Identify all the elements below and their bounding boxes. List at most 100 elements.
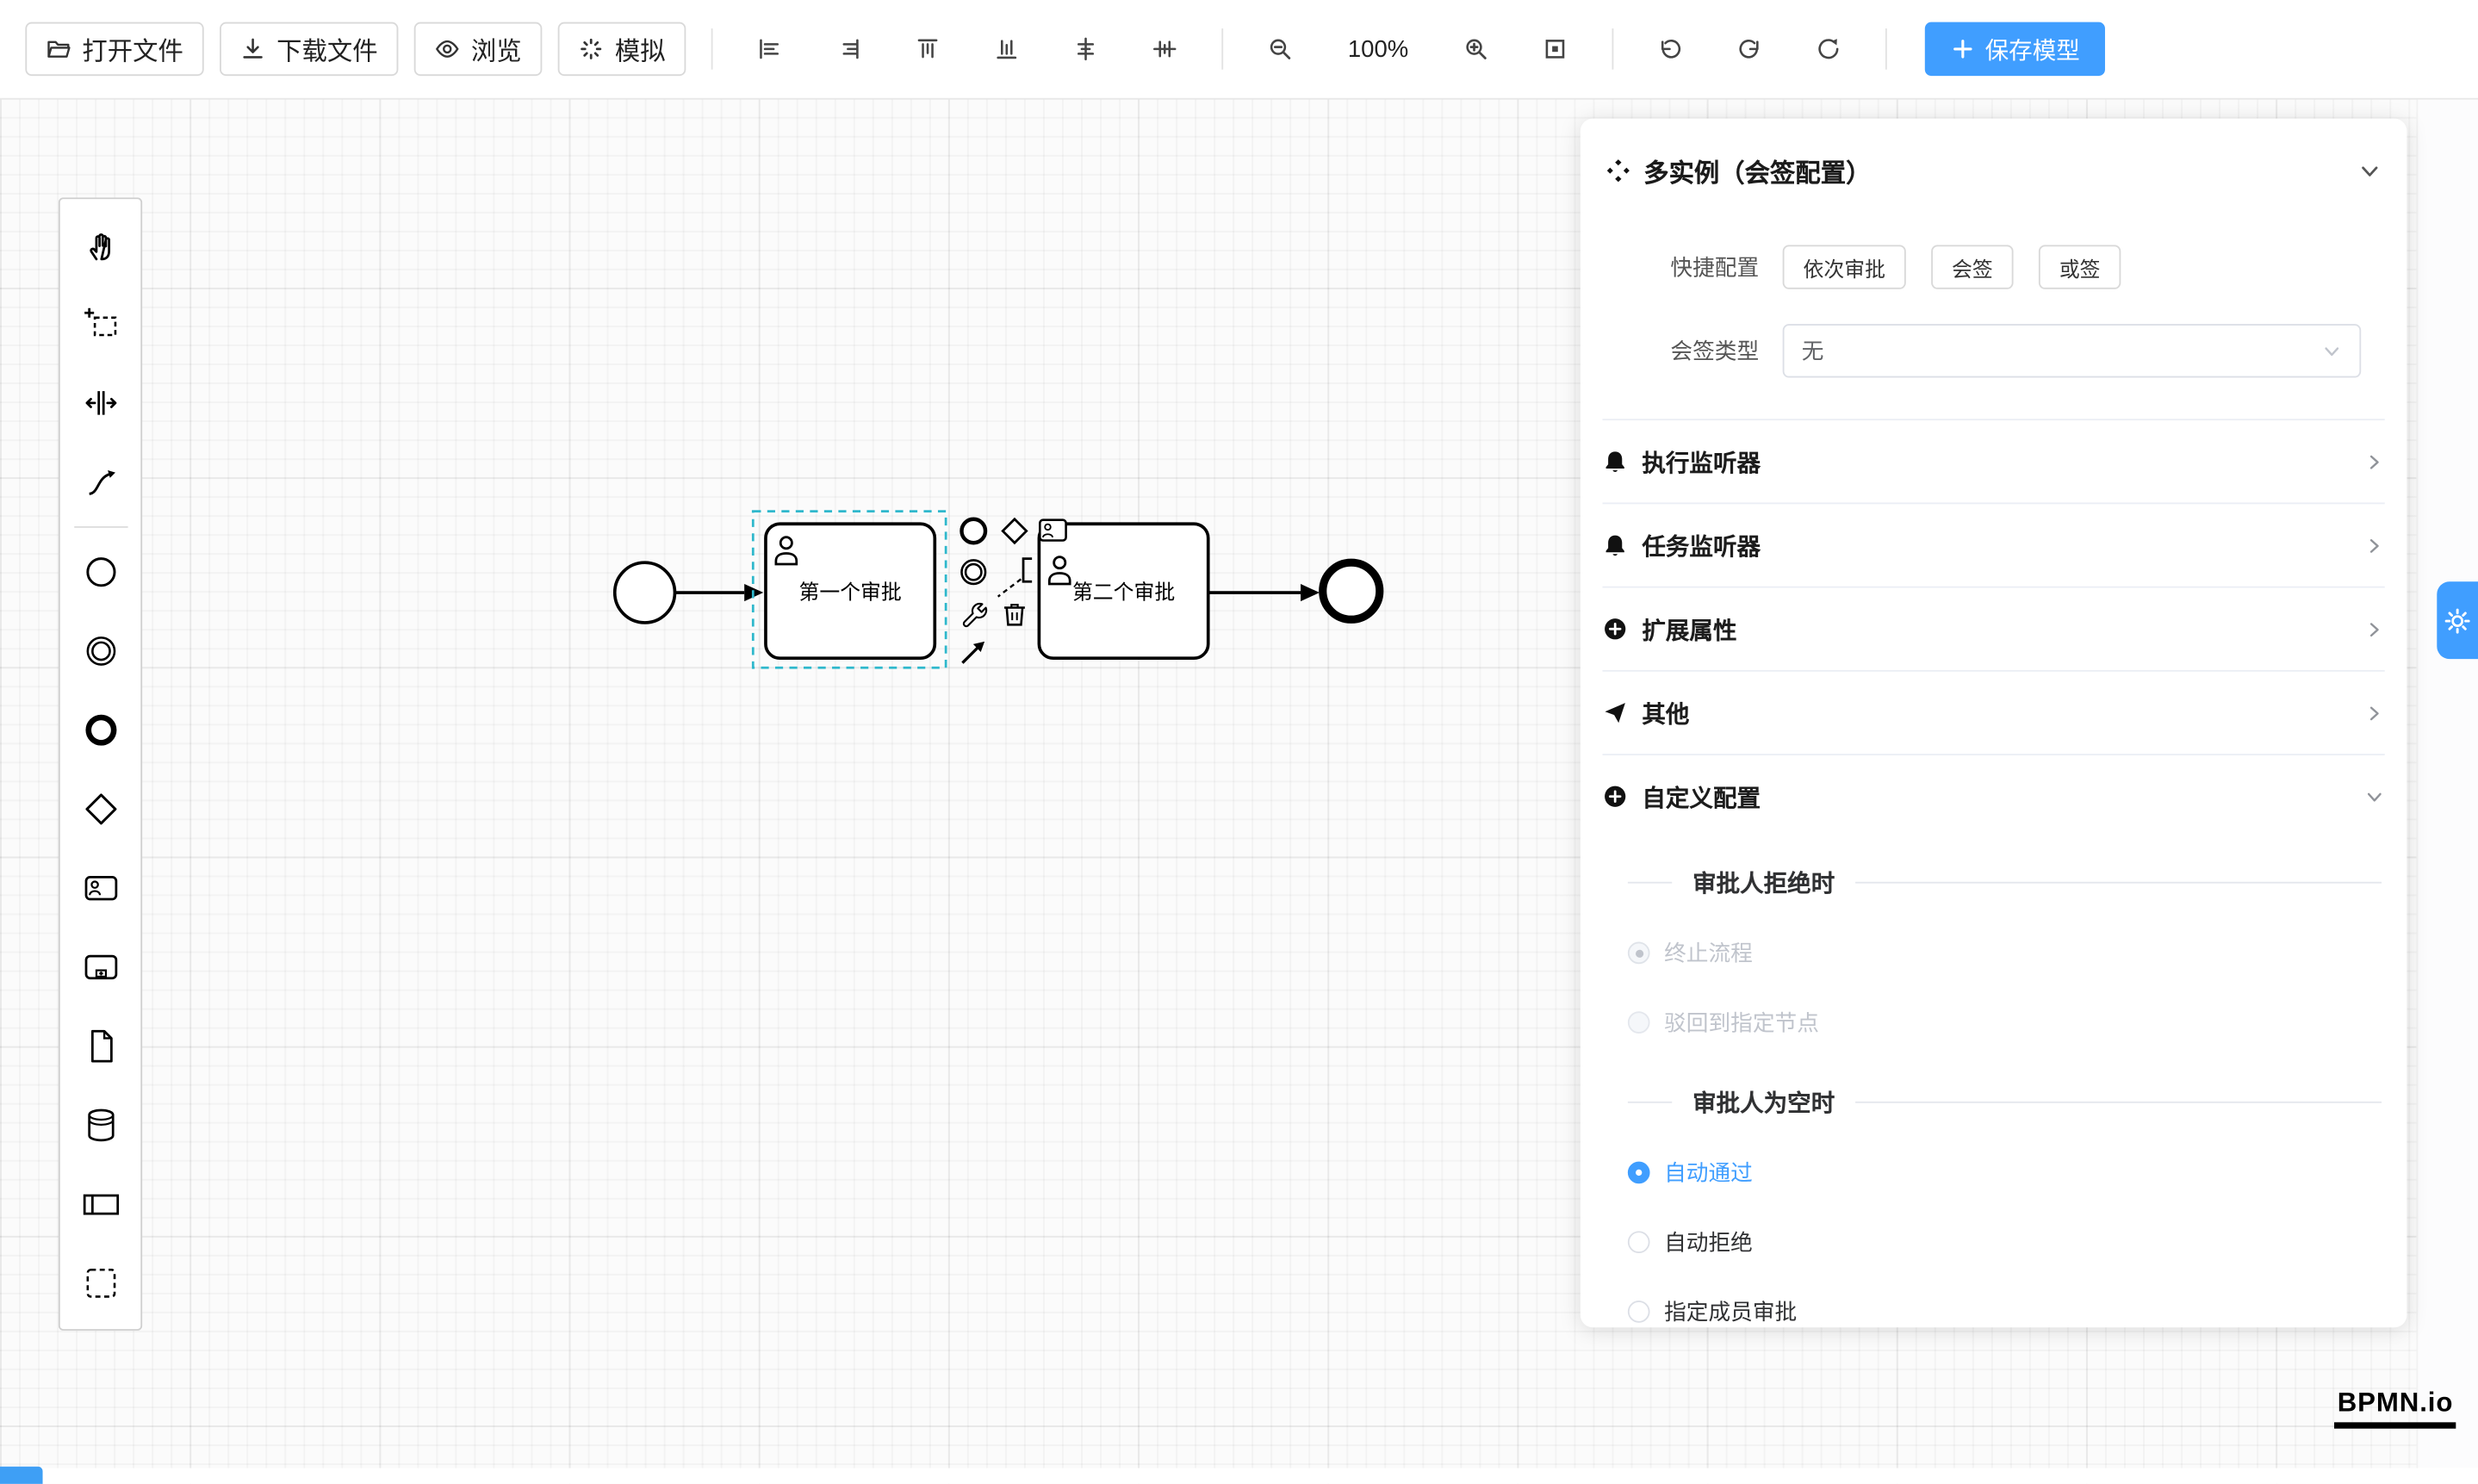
user-task-2[interactable]: 第二个审批 — [1037, 522, 1210, 661]
right-scroll-area — [2416, 97, 2478, 1484]
palette-start-event[interactable] — [64, 532, 136, 612]
palette-group[interactable] — [64, 1244, 136, 1323]
sequence-flow-1[interactable] — [674, 583, 764, 602]
eye-icon — [435, 40, 459, 58]
gateway-icon — [84, 793, 116, 825]
toolbar-divider — [1612, 28, 1614, 70]
undo-button[interactable] — [1639, 22, 1702, 76]
multi-instance-icon — [1606, 159, 1630, 183]
simulate-label: 模拟 — [614, 39, 666, 67]
quick-option-countersign-button[interactable]: 会签 — [1931, 245, 2014, 289]
chevron-down-icon — [2367, 792, 2382, 801]
end-event-shape[interactable] — [1319, 558, 1384, 624]
radio-auto-pass[interactable]: 自动通过 — [1627, 1157, 2382, 1189]
open-file-button[interactable]: 打开文件 — [25, 22, 204, 77]
align-vertical-center-button[interactable] — [1133, 22, 1196, 76]
fit-viewport-icon — [1545, 40, 1565, 59]
radio-auto-reject[interactable]: 自动拒绝 — [1627, 1226, 2382, 1258]
align-right-button[interactable] — [817, 22, 880, 76]
radio-terminate-process[interactable]: 终止流程 — [1627, 937, 2382, 969]
zoom-in-button[interactable] — [1444, 22, 1507, 76]
bpmn-io-logo[interactable]: BPMN.io — [2334, 1388, 2457, 1429]
simulate-button[interactable]: 模拟 — [557, 22, 686, 77]
append-gateway-icon[interactable] — [1001, 517, 1028, 545]
append-end-event-icon[interactable] — [960, 517, 988, 545]
custom-config-content: 审批人拒绝时 终止流程 驳回到指定节点 审批人为空时 自动通过 — [1603, 837, 2385, 1327]
spinner-icon — [581, 38, 602, 59]
settings-drawer-toggle[interactable] — [2437, 581, 2478, 660]
sequence-flow-2[interactable] — [1208, 583, 1320, 602]
append-intermediate-event-icon[interactable] — [960, 559, 987, 586]
lasso-tool[interactable] — [64, 284, 136, 363]
zoom-out-button[interactable] — [1249, 22, 1312, 76]
refresh-button[interactable] — [1797, 22, 1860, 76]
save-model-button[interactable]: 保存模型 — [1924, 22, 2106, 77]
palette-data-store[interactable] — [64, 1086, 136, 1165]
redo-button[interactable] — [1718, 22, 1781, 76]
align-horizontal-center-button[interactable] — [1054, 22, 1117, 76]
undo-icon — [1661, 39, 1681, 59]
save-model-label: 保存模型 — [1984, 37, 2080, 65]
intermediate-event-icon — [85, 636, 115, 666]
hand-tool[interactable] — [64, 206, 136, 285]
redo-icon — [1739, 39, 1759, 59]
bottom-scroll-area — [0, 1468, 2478, 1484]
align-top-button[interactable] — [896, 22, 959, 76]
panel-sections: 执行监听器 任务监听器 扩展属性 — [1602, 419, 2385, 837]
space-tool[interactable] — [64, 363, 136, 443]
change-type-wrench-icon[interactable] — [962, 602, 988, 628]
align-left-button[interactable] — [738, 22, 801, 76]
hand-icon — [89, 233, 110, 261]
toolbar-divider — [711, 28, 713, 70]
section-execution-listener[interactable]: 执行监听器 — [1602, 419, 2385, 502]
quick-option-sequential-button[interactable]: 依次审批 — [1782, 245, 1906, 289]
start-event-shape[interactable] — [612, 561, 677, 624]
radio-dot — [1627, 941, 1650, 965]
refresh-icon — [1818, 39, 1839, 59]
palette-end-event[interactable] — [64, 691, 136, 770]
space-tool-icon — [84, 391, 116, 415]
section-extended-properties[interactable]: 扩展属性 — [1602, 586, 2385, 670]
align-bottom-button[interactable] — [975, 22, 1038, 76]
data-store-icon — [87, 1108, 114, 1142]
download-file-button[interactable]: 下载文件 — [220, 22, 399, 77]
global-connect-tool[interactable] — [64, 443, 136, 522]
start-event-icon — [85, 557, 115, 587]
chevron-right-icon — [2369, 538, 2379, 552]
subprocess-icon — [84, 954, 117, 980]
palette-subprocess[interactable] — [64, 928, 136, 1007]
user-task-icon — [84, 875, 117, 901]
plus-circle-icon — [1605, 785, 1626, 807]
palette-data-object[interactable] — [64, 1007, 136, 1086]
selection-outline — [751, 510, 947, 669]
quick-option-orsign-button[interactable]: 或签 — [2038, 245, 2121, 289]
text-annotation-icon[interactable] — [997, 557, 1033, 598]
align-v-center-icon — [1153, 40, 1177, 58]
sign-type-row: 会签类型 无 — [1603, 324, 2385, 378]
radio-return-to-node[interactable]: 驳回到指定节点 — [1627, 1007, 2382, 1039]
palette-user-task[interactable] — [64, 848, 136, 928]
open-file-label: 打开文件 — [82, 39, 183, 67]
radio-assign-member[interactable]: 指定成员审批 — [1627, 1296, 2382, 1328]
preview-button[interactable]: 浏览 — [413, 22, 543, 77]
palette-intermediate-event[interactable] — [64, 612, 136, 691]
chevron-down-icon[interactable] — [2358, 158, 2382, 183]
delete-trash-icon[interactable] — [1004, 604, 1025, 626]
connect-tool-icon — [88, 470, 115, 495]
user-task-1[interactable]: 第一个审批 — [764, 522, 937, 661]
palette-separator — [73, 525, 127, 528]
palette-participant[interactable] — [64, 1164, 136, 1244]
connect-arrow-icon[interactable] — [961, 641, 985, 664]
bell-icon — [1605, 535, 1624, 556]
section-custom-config[interactable]: 自定义配置 — [1602, 754, 2385, 837]
panel-header[interactable]: 多实例（会签配置） — [1603, 119, 2385, 210]
palette-gateway[interactable] — [64, 770, 136, 849]
fit-viewport-button[interactable] — [1524, 22, 1587, 76]
append-user-task-icon[interactable] — [1039, 518, 1067, 542]
sign-type-select[interactable]: 无 — [1782, 324, 2362, 378]
quick-config-row: 快捷配置 依次审批 会签 或签 — [1603, 245, 2385, 289]
zoom-level-display: 100% — [1347, 35, 1409, 63]
section-task-listener[interactable]: 任务监听器 — [1602, 502, 2385, 586]
section-other[interactable]: 其他 — [1602, 669, 2385, 754]
